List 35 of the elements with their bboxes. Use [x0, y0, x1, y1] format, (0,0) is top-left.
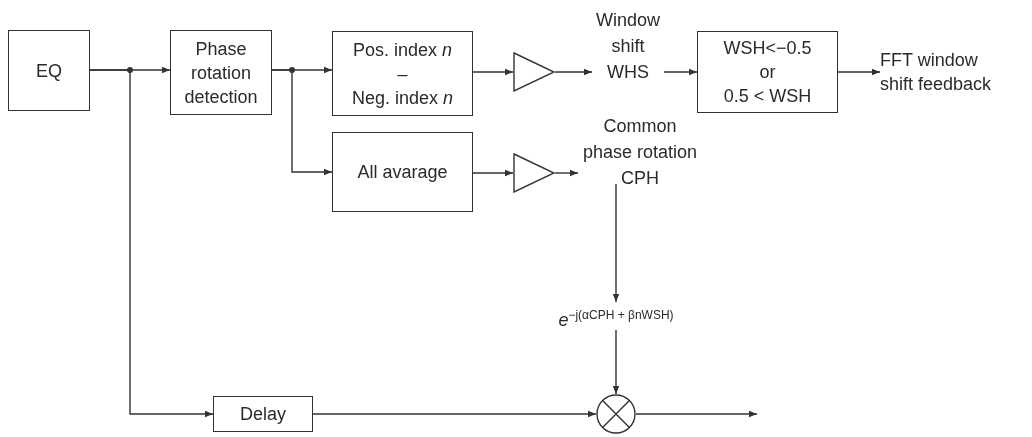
process-box [697, 31, 838, 113]
multiplier-circle [596, 394, 636, 434]
process-box [170, 30, 272, 115]
process-box [332, 132, 473, 212]
arrow [663, 68, 698, 76]
box-label: – [397, 62, 408, 86]
arrow [612, 183, 620, 303]
signal-label: FFT window shift feedback [880, 48, 1008, 98]
box-label: Pos. index n [352, 38, 453, 62]
amplifier-triangle [513, 153, 555, 193]
box-label: All avarage [357, 161, 448, 184]
arrow [312, 410, 597, 418]
arrow [635, 410, 758, 418]
arrow [612, 329, 620, 395]
process-box [213, 396, 313, 432]
arrow [554, 68, 593, 76]
process-box [332, 31, 473, 116]
arrow [837, 68, 881, 76]
process-box [8, 30, 90, 111]
box-label: Phase rotation detection [183, 37, 259, 109]
box-label: EQ [36, 59, 62, 83]
box-label: or [759, 61, 776, 84]
formula-label: e$^{−j(αCPH + βnWSH)}$ [536, 302, 696, 330]
box-label: Delay [240, 403, 286, 426]
amplifier-triangle [513, 52, 555, 92]
box-label: 0.5 < WSH [723, 85, 812, 108]
box-label: WSH<−0.5 [723, 37, 812, 60]
arrow [472, 68, 514, 76]
arrow [554, 169, 579, 177]
box-label: Neg. index n [351, 86, 454, 110]
signal-label: Window shift WHS [592, 7, 664, 85]
arrow [89, 69, 214, 418]
arrow [472, 169, 514, 177]
arrow [271, 69, 333, 176]
signal-label: Common phase rotation CPH [578, 113, 702, 182]
